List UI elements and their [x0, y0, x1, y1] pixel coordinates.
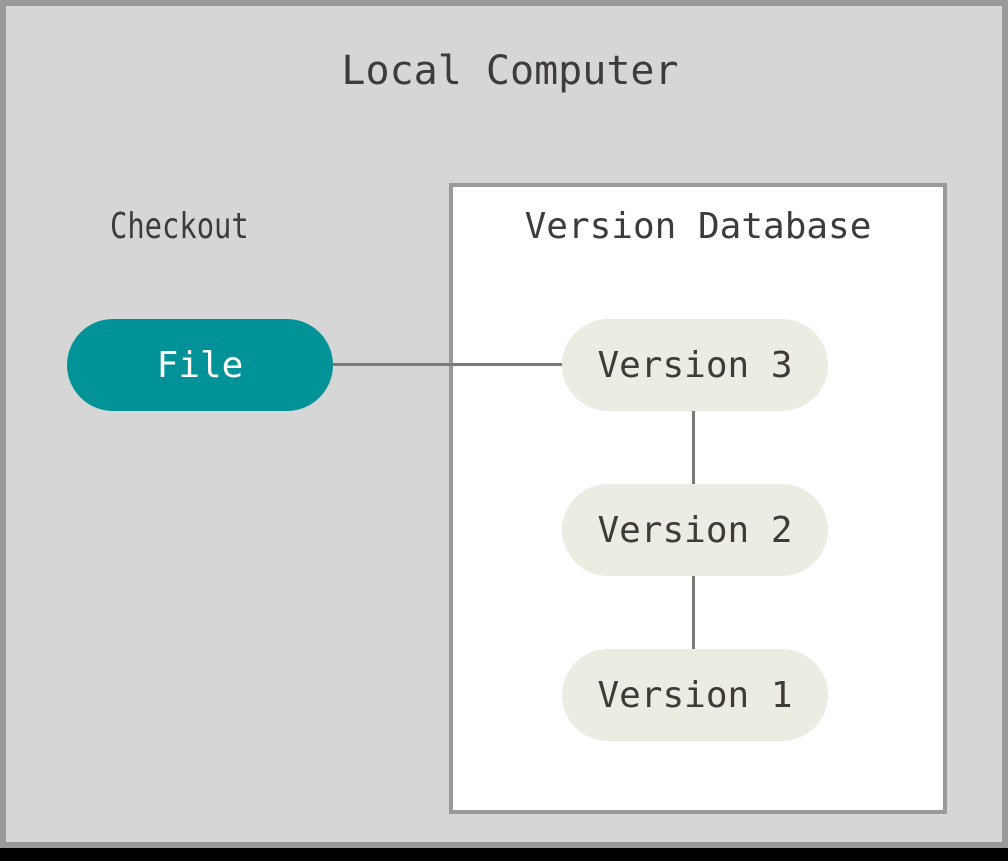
version-database-title: Version Database [524, 206, 872, 247]
edge-file-to-version-3 [331, 363, 565, 366]
edge-version-3-to-version-2 [692, 410, 695, 486]
bottom-edge-strip [0, 848, 1008, 861]
node-version-3[interactable]: Version 3 [562, 319, 828, 411]
edge-version-2-to-version-1 [692, 575, 695, 651]
node-version-1[interactable]: Version 1 [562, 649, 828, 741]
node-version-2[interactable]: Version 2 [562, 484, 828, 576]
checkout-label: Checkout [110, 206, 249, 247]
node-file[interactable]: File [67, 319, 333, 411]
page-title: Local Computer [341, 48, 679, 94]
